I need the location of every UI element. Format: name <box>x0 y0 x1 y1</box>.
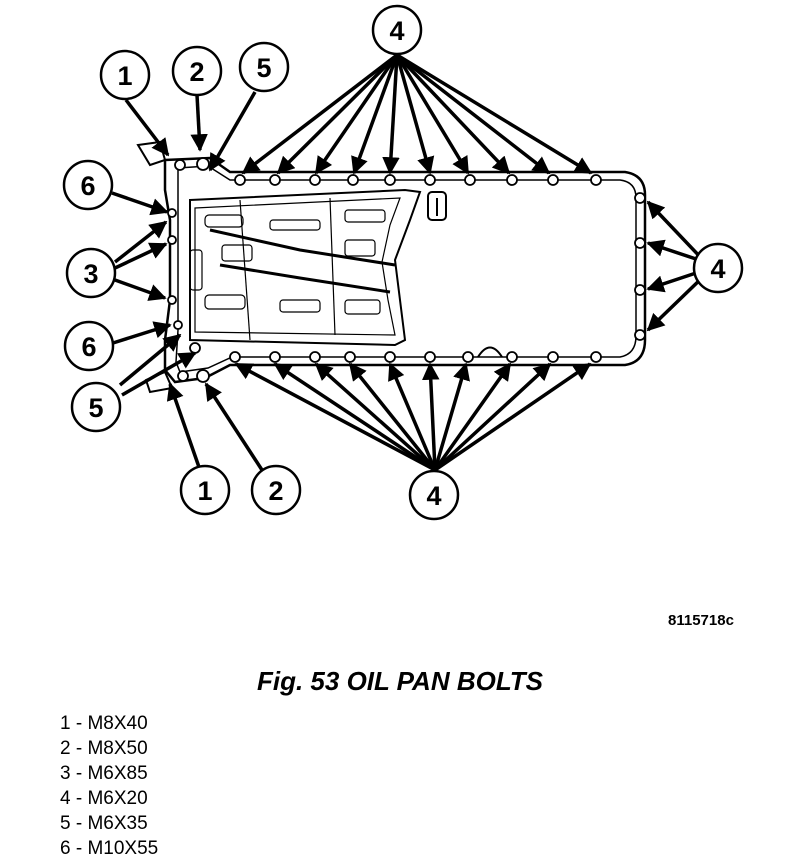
callout-6-upper-label: 6 <box>80 171 95 201</box>
legend-item: 2 - M8X50 <box>60 738 148 759</box>
callout-4-top-label: 4 <box>389 16 404 46</box>
callout-4-right: 4 <box>692 242 744 294</box>
callout-5-top-label: 5 <box>256 53 271 83</box>
callout-1-top-label: 1 <box>117 61 132 91</box>
callout-2-bottom-label: 2 <box>268 476 283 506</box>
callout-4-top: 4 <box>371 4 423 56</box>
legend-item: 3 - M6X85 <box>60 763 148 784</box>
callout-3-left-label: 3 <box>83 259 98 289</box>
callout-1-bottom: 1 <box>179 464 231 516</box>
bolt-holes <box>167 157 646 383</box>
figure-id: 8115718c <box>668 612 734 629</box>
bolt-legend: 1 - M8X40 2 - M8X50 3 - M6X85 4 - M6X20 … <box>60 711 158 861</box>
callout-1-bottom-label: 1 <box>197 476 212 506</box>
callout-2-top-label: 2 <box>189 57 204 87</box>
legend-item: 6 - M10X55 <box>60 838 159 859</box>
oil-pan-diagram: 4 1 2 5 6 3 6 5 4 1 2 4 <box>62 4 744 521</box>
legend-item: 4 - M6X20 <box>60 788 148 809</box>
callout-6-lower: 6 <box>63 320 115 372</box>
drain-plug <box>427 191 503 358</box>
callout-4-right-label: 4 <box>710 254 725 284</box>
callout-3-left: 3 <box>65 247 117 299</box>
figure-caption: Fig. 53 OIL PAN BOLTS <box>256 666 544 696</box>
legend-item: 5 - M6X35 <box>60 813 148 834</box>
callout-1-top: 1 <box>99 49 151 101</box>
windage-tray <box>189 188 422 347</box>
callout-5-top: 5 <box>238 41 290 93</box>
callout-6-lower-label: 6 <box>81 332 96 362</box>
callout-6-upper: 6 <box>62 159 114 211</box>
leader-lines <box>111 53 707 472</box>
callout-4-bottom: 4 <box>408 469 460 521</box>
callout-5-lower: 5 <box>70 381 122 433</box>
callout-4-bottom-label: 4 <box>426 481 441 511</box>
callout-2-bottom: 2 <box>250 464 302 516</box>
callout-2-top: 2 <box>171 45 223 97</box>
callout-5-lower-label: 5 <box>88 393 103 423</box>
legend-item: 1 - M8X40 <box>60 713 148 734</box>
